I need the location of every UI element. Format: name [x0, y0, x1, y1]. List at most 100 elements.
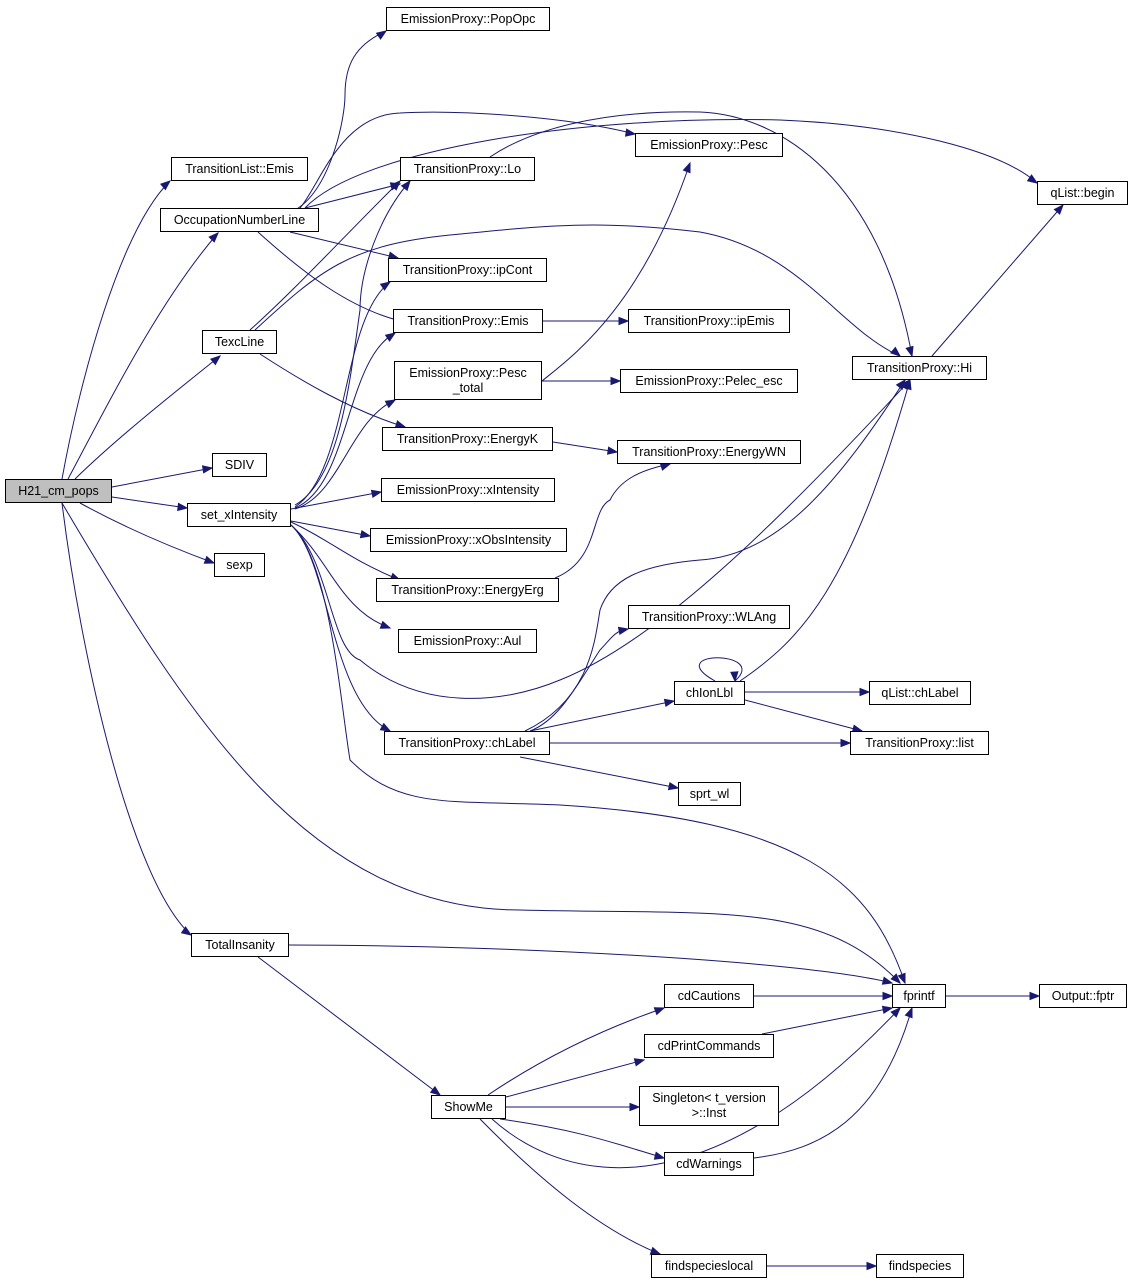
- call-edge: [257, 231, 406, 323]
- node-label: qList::chLabel: [881, 685, 959, 700]
- node-emission-pesc[interactable]: EmissionProxy::Pesc: [635, 133, 783, 157]
- node-texcline[interactable]: TexcLine: [202, 330, 277, 354]
- call-edge: [290, 520, 371, 537]
- node-fprintf[interactable]: fprintf: [892, 984, 946, 1008]
- edge-arrowhead: [667, 781, 680, 791]
- edge-arrowhead: [730, 671, 739, 683]
- node-occupationnumberline[interactable]: OccupationNumberLine: [160, 208, 319, 232]
- node-transition-wlang[interactable]: TransitionProxy::WLAng: [628, 605, 790, 629]
- node-emission-xobsintensity[interactable]: EmissionProxy::xObsIntensity: [370, 528, 567, 552]
- call-edge: [294, 332, 396, 509]
- node-emission-aul[interactable]: EmissionProxy::Aul: [398, 629, 537, 653]
- call-edge: [541, 162, 691, 382]
- node-sexp[interactable]: sexp: [214, 553, 265, 577]
- node-chionlbl[interactable]: chIonLbl: [674, 681, 745, 705]
- edge-arrowhead: [882, 991, 894, 1001]
- node-transitionlist-emis[interactable]: TransitionList::Emis: [171, 157, 308, 181]
- node-transition-energywn[interactable]: TransitionProxy::EnergyWN: [617, 440, 801, 464]
- edge-arrowhead: [905, 345, 914, 358]
- call-edge: [698, 657, 743, 682]
- call-edge: [519, 756, 679, 789]
- call-edge: [491, 1007, 901, 1169]
- call-edge: [61, 502, 192, 936]
- node-emission-pesc-total[interactable]: EmissionProxy::Pesc_total: [394, 361, 542, 400]
- node-emission-xintensity[interactable]: EmissionProxy::xIntensity: [381, 478, 555, 502]
- edge-arrowhead: [201, 465, 214, 474]
- node-sprt-wl[interactable]: sprt_wl: [678, 782, 741, 806]
- node-h21-cm-pops: H21_cm_pops: [5, 479, 112, 503]
- call-edge: [111, 496, 188, 509]
- node-emission-popopc[interactable]: EmissionProxy::PopOpc: [386, 7, 550, 31]
- node-label: cdPrintCommands: [657, 1038, 761, 1053]
- edge-arrowhead: [859, 687, 871, 697]
- node-label: TransitionProxy::Emis: [407, 313, 529, 328]
- node-label: set_xIntensity: [200, 507, 278, 522]
- edge-arrowhead: [682, 161, 691, 174]
- call-edge: [299, 111, 636, 209]
- node-transition-energyerg[interactable]: TransitionProxy::EnergyErg: [376, 578, 559, 602]
- call-edge: [499, 1118, 665, 1159]
- node-singleton-inst[interactable]: Singleton< t_version>::Inst: [639, 1086, 779, 1126]
- node-transition-ipemis[interactable]: TransitionProxy::ipEmis: [628, 309, 790, 333]
- node-qlist-chlabel[interactable]: qList::chLabel: [869, 681, 971, 705]
- node-totalinsanity[interactable]: TotalInsanity: [191, 933, 289, 957]
- edge-arrowhead: [659, 462, 672, 471]
- node-showme[interactable]: ShowMe: [431, 1095, 506, 1119]
- node-label: TransitionProxy::Lo: [413, 161, 522, 176]
- call-edge: [290, 379, 911, 699]
- call-edge: [254, 224, 901, 357]
- edge-arrowhead: [840, 738, 852, 748]
- call-edge: [753, 1007, 913, 1159]
- node-findspecieslocal[interactable]: findspecieslocal: [651, 1254, 767, 1278]
- node-label: qList::begin: [1050, 185, 1115, 200]
- call-edge: [294, 180, 411, 506]
- call-edge: [479, 1118, 661, 1255]
- call-edge: [288, 944, 893, 984]
- node-set-xintensity[interactable]: set_xIntensity: [187, 503, 291, 527]
- node-label: sexp: [226, 557, 253, 572]
- node-label: fprintf: [903, 988, 935, 1003]
- node-label: TransitionProxy::ipCont: [402, 262, 533, 277]
- node-cdwarnings[interactable]: cdWarnings: [664, 1152, 754, 1176]
- edge-arrowhead: [180, 926, 193, 936]
- node-label: EmissionProxy::xIntensity: [396, 482, 540, 497]
- node-emission-pelec-esc[interactable]: EmissionProxy::Pelec_esc: [620, 369, 798, 393]
- node-findspecies[interactable]: findspecies: [876, 1254, 964, 1278]
- node-label: EmissionProxy::Pesc: [650, 137, 768, 152]
- edge-arrowhead: [1053, 203, 1064, 215]
- node-transition-ipcont[interactable]: TransitionProxy::ipCont: [388, 258, 547, 282]
- node-transition-lo[interactable]: TransitionProxy::Lo: [400, 157, 535, 181]
- edge-arrowhead: [881, 976, 894, 985]
- call-edge: [304, 183, 401, 209]
- node-transition-energyk[interactable]: TransitionProxy::EnergyK: [382, 427, 553, 451]
- node-label: TransitionProxy::Hi: [866, 360, 973, 375]
- node-label: TexcLine: [214, 334, 265, 349]
- node-transition-hi[interactable]: TransitionProxy::Hi: [852, 356, 987, 380]
- call-edge: [290, 491, 382, 510]
- node-label: sprt_wl: [689, 786, 730, 801]
- edge-arrowhead: [890, 973, 901, 984]
- node-qlist-begin[interactable]: qList::begin: [1037, 181, 1128, 205]
- node-transition-list[interactable]: TransitionProxy::list: [850, 731, 989, 755]
- node-label: TransitionProxy::EnergyWN: [632, 444, 786, 459]
- node-label: EmissionProxy::PopOpc: [400, 11, 536, 26]
- edge-arrowhead: [897, 972, 906, 985]
- node-transition-emis[interactable]: TransitionProxy::Emis: [393, 309, 543, 333]
- call-edge: [761, 1007, 893, 1035]
- node-label: cdWarnings: [676, 1156, 742, 1171]
- call-edge: [487, 1007, 665, 1096]
- edge-arrowhead: [379, 620, 392, 629]
- edge-arrowhead: [618, 316, 630, 326]
- node-cdprintcommands[interactable]: cdPrintCommands: [644, 1034, 774, 1058]
- node-label: TotalInsanity: [205, 937, 275, 952]
- edge-arrowhead: [904, 1006, 913, 1019]
- node-sdiv[interactable]: SDIV: [212, 453, 267, 477]
- node-transition-chlabel[interactable]: TransitionProxy::chLabel: [384, 731, 550, 755]
- call-edge: [79, 502, 215, 564]
- node-label: TransitionProxy::chLabel: [398, 735, 536, 750]
- node-label: TransitionProxy::ipEmis: [643, 313, 775, 328]
- node-cdcautions[interactable]: cdCautions: [664, 984, 754, 1008]
- node-output-fptr[interactable]: Output::fptr: [1039, 984, 1127, 1008]
- call-edge: [61, 502, 901, 984]
